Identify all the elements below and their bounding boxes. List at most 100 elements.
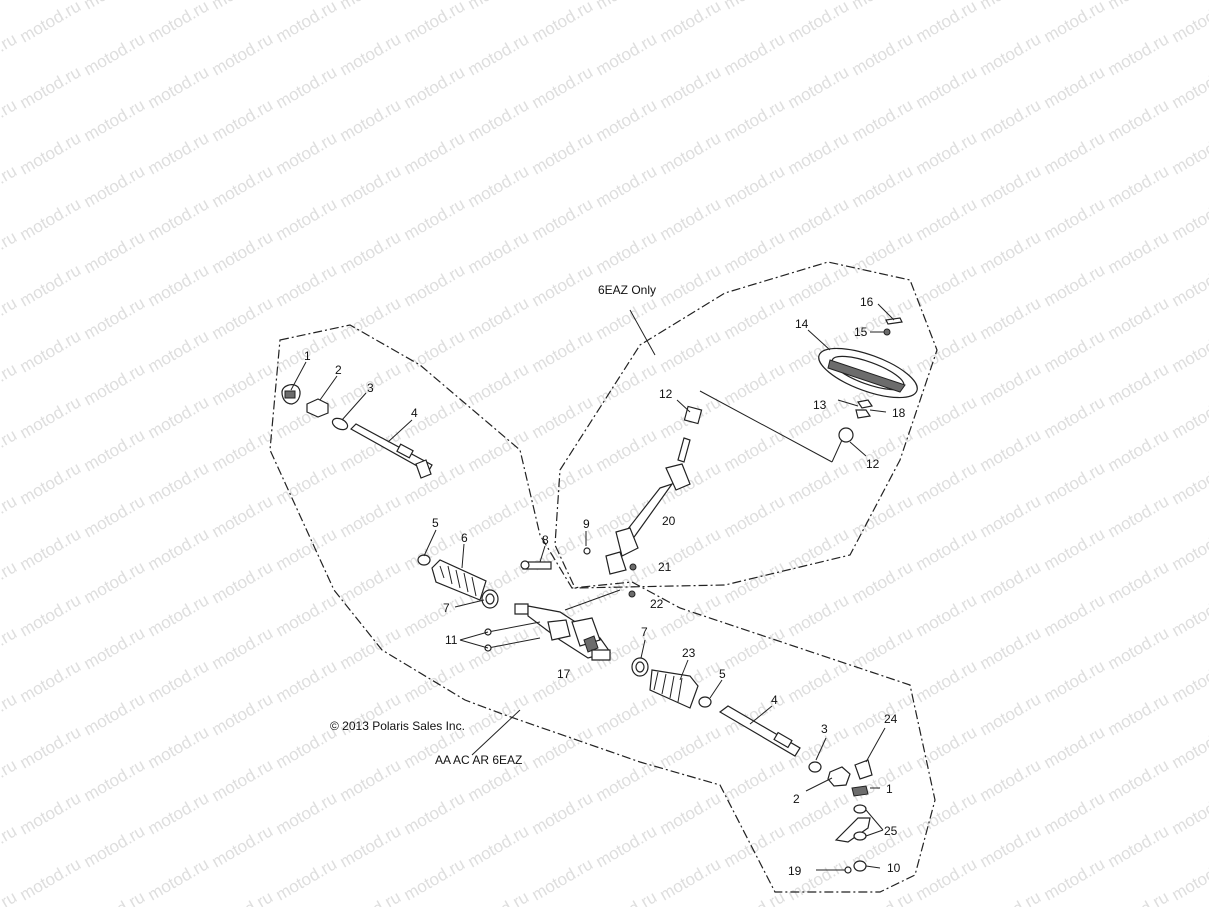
watermark-text: motod.ru <box>721 887 789 907</box>
watermark-text: motod.ru <box>465 887 533 907</box>
watermark-text: motod.ru <box>1169 722 1209 772</box>
callout-9: 9 <box>583 517 590 531</box>
callout-12b: 12 <box>866 457 880 471</box>
watermark-text: motod.ru <box>721 491 789 541</box>
watermark-text: motod.ru <box>785 62 853 112</box>
watermark-text: motod.ru <box>657 854 725 904</box>
watermark-text: motod.ru <box>977 887 1045 907</box>
watermark-text: motod.ru <box>337 623 405 673</box>
watermark-text: motod.ru <box>273 392 341 442</box>
watermark-text: motod.ru <box>209 623 277 673</box>
watermark-text: motod.ru <box>1105 227 1173 277</box>
watermark-text: motod.ru <box>145 524 213 574</box>
watermark-text: motod.ru <box>209 293 277 343</box>
watermark-text: motod.ru <box>401 458 469 508</box>
watermark-text: motod.ru <box>145 788 213 838</box>
watermark-text: motod.ru <box>0 293 20 343</box>
watermark-text: motod.ru <box>977 95 1045 145</box>
watermark-text: motod.ru <box>81 359 149 409</box>
watermark-text: motod.ru <box>145 590 213 640</box>
watermark-text: motod.ru <box>81 293 149 343</box>
watermark-text: motod.ru <box>1041 854 1109 904</box>
watermark-text: motod.ru <box>1105 425 1173 475</box>
watermark-text: motod.ru <box>721 293 789 343</box>
watermark-text: motod.ru <box>593 293 661 343</box>
watermark-text: motod.ru <box>913 458 981 508</box>
watermark-text: motod.ru <box>0 689 20 739</box>
watermark-text: motod.ru <box>913 392 981 442</box>
watermark-text: motod.ru <box>977 293 1045 343</box>
watermark-text: motod.ru <box>1169 0 1209 46</box>
watermark-text: motod.ru <box>849 623 917 673</box>
watermark-text: motod.ru <box>721 359 789 409</box>
watermark-text: motod.ru <box>1169 326 1209 376</box>
watermark-text: motod.ru <box>529 260 597 310</box>
callout-24: 24 <box>884 712 898 726</box>
watermark-text: motod.ru <box>1041 590 1109 640</box>
watermark-text: motod.ru <box>337 491 405 541</box>
watermark-text: motod.ru <box>913 326 981 376</box>
callout-12a: 12 <box>659 387 673 401</box>
watermark-text: motod.ru <box>529 0 597 46</box>
watermark-text: motod.ru <box>209 557 277 607</box>
watermark-text: motod.ru <box>913 854 981 904</box>
watermark-text: motod.ru <box>1041 0 1109 46</box>
watermark-text: motod.ru <box>0 425 20 475</box>
watermark-text: motod.ru <box>977 29 1045 79</box>
watermark-text: motod.ru <box>657 590 725 640</box>
variant-label: 6EAZ Only <box>598 283 656 297</box>
callout-4: 4 <box>411 406 418 420</box>
watermark-text: motod.ru <box>401 128 469 178</box>
watermark-text: motod.ru <box>849 29 917 79</box>
watermark-text: motod.ru <box>337 293 405 343</box>
watermark-text: motod.ru <box>721 29 789 79</box>
watermark-text: motod.ru <box>977 755 1045 805</box>
watermark-text: motod.ru <box>0 623 20 673</box>
watermark-text: motod.ru <box>17 458 85 508</box>
watermark-text: motod.ru <box>209 755 277 805</box>
watermark-text: motod.ru <box>593 755 661 805</box>
watermark-text: motod.ru <box>81 557 149 607</box>
watermark-text: motod.ru <box>657 260 725 310</box>
watermark-text: motod.ru <box>1105 161 1173 211</box>
watermark-text: motod.ru <box>529 722 597 772</box>
callout-1: 1 <box>304 349 311 363</box>
watermark-text: motod.ru <box>1041 194 1109 244</box>
watermark-text: motod.ru <box>1041 62 1109 112</box>
watermark-text: motod.ru <box>81 95 149 145</box>
watermark-text: motod.ru <box>785 524 853 574</box>
watermark-text: motod.ru <box>721 755 789 805</box>
watermark-text: motod.ru <box>785 0 853 46</box>
watermark-text: motod.ru <box>977 821 1045 871</box>
watermark-text: motod.ru <box>273 458 341 508</box>
watermark-text: motod.ru <box>17 0 85 46</box>
callout-20: 20 <box>662 514 676 528</box>
watermark-text: motod.ru <box>529 326 597 376</box>
watermark-text: motod.ru <box>1105 491 1173 541</box>
watermark-text: motod.ru <box>209 821 277 871</box>
watermark-text: motod.ru <box>529 392 597 442</box>
watermark-text: motod.ru <box>913 194 981 244</box>
watermark-text: motod.ru <box>401 854 469 904</box>
callout-11: 11 <box>445 633 458 647</box>
watermark-text: motod.ru <box>785 854 853 904</box>
watermark-text: motod.ru <box>0 29 20 79</box>
watermark-text: motod.ru <box>273 62 341 112</box>
watermark-text: motod.ru <box>977 689 1045 739</box>
watermark-text: motod.ru <box>593 161 661 211</box>
watermark-text: motod.ru <box>273 788 341 838</box>
watermark-text: motod.ru <box>17 590 85 640</box>
right-tie-rod-group <box>718 705 873 874</box>
watermark-text: motod.ru <box>849 425 917 475</box>
steering-shaft-group <box>583 317 918 598</box>
watermark-text: motod.ru <box>465 821 533 871</box>
left-tie-rod-group <box>281 384 433 479</box>
callout-23: 23 <box>682 646 696 660</box>
watermark-text: motod.ru <box>593 95 661 145</box>
watermark-text: motod.ru <box>0 0 20 13</box>
watermark-text: motod.ru <box>785 260 853 310</box>
callout-14: 14 <box>795 317 809 331</box>
watermark-text: motod.ru <box>529 128 597 178</box>
watermark-text: motod.ru <box>145 722 213 772</box>
